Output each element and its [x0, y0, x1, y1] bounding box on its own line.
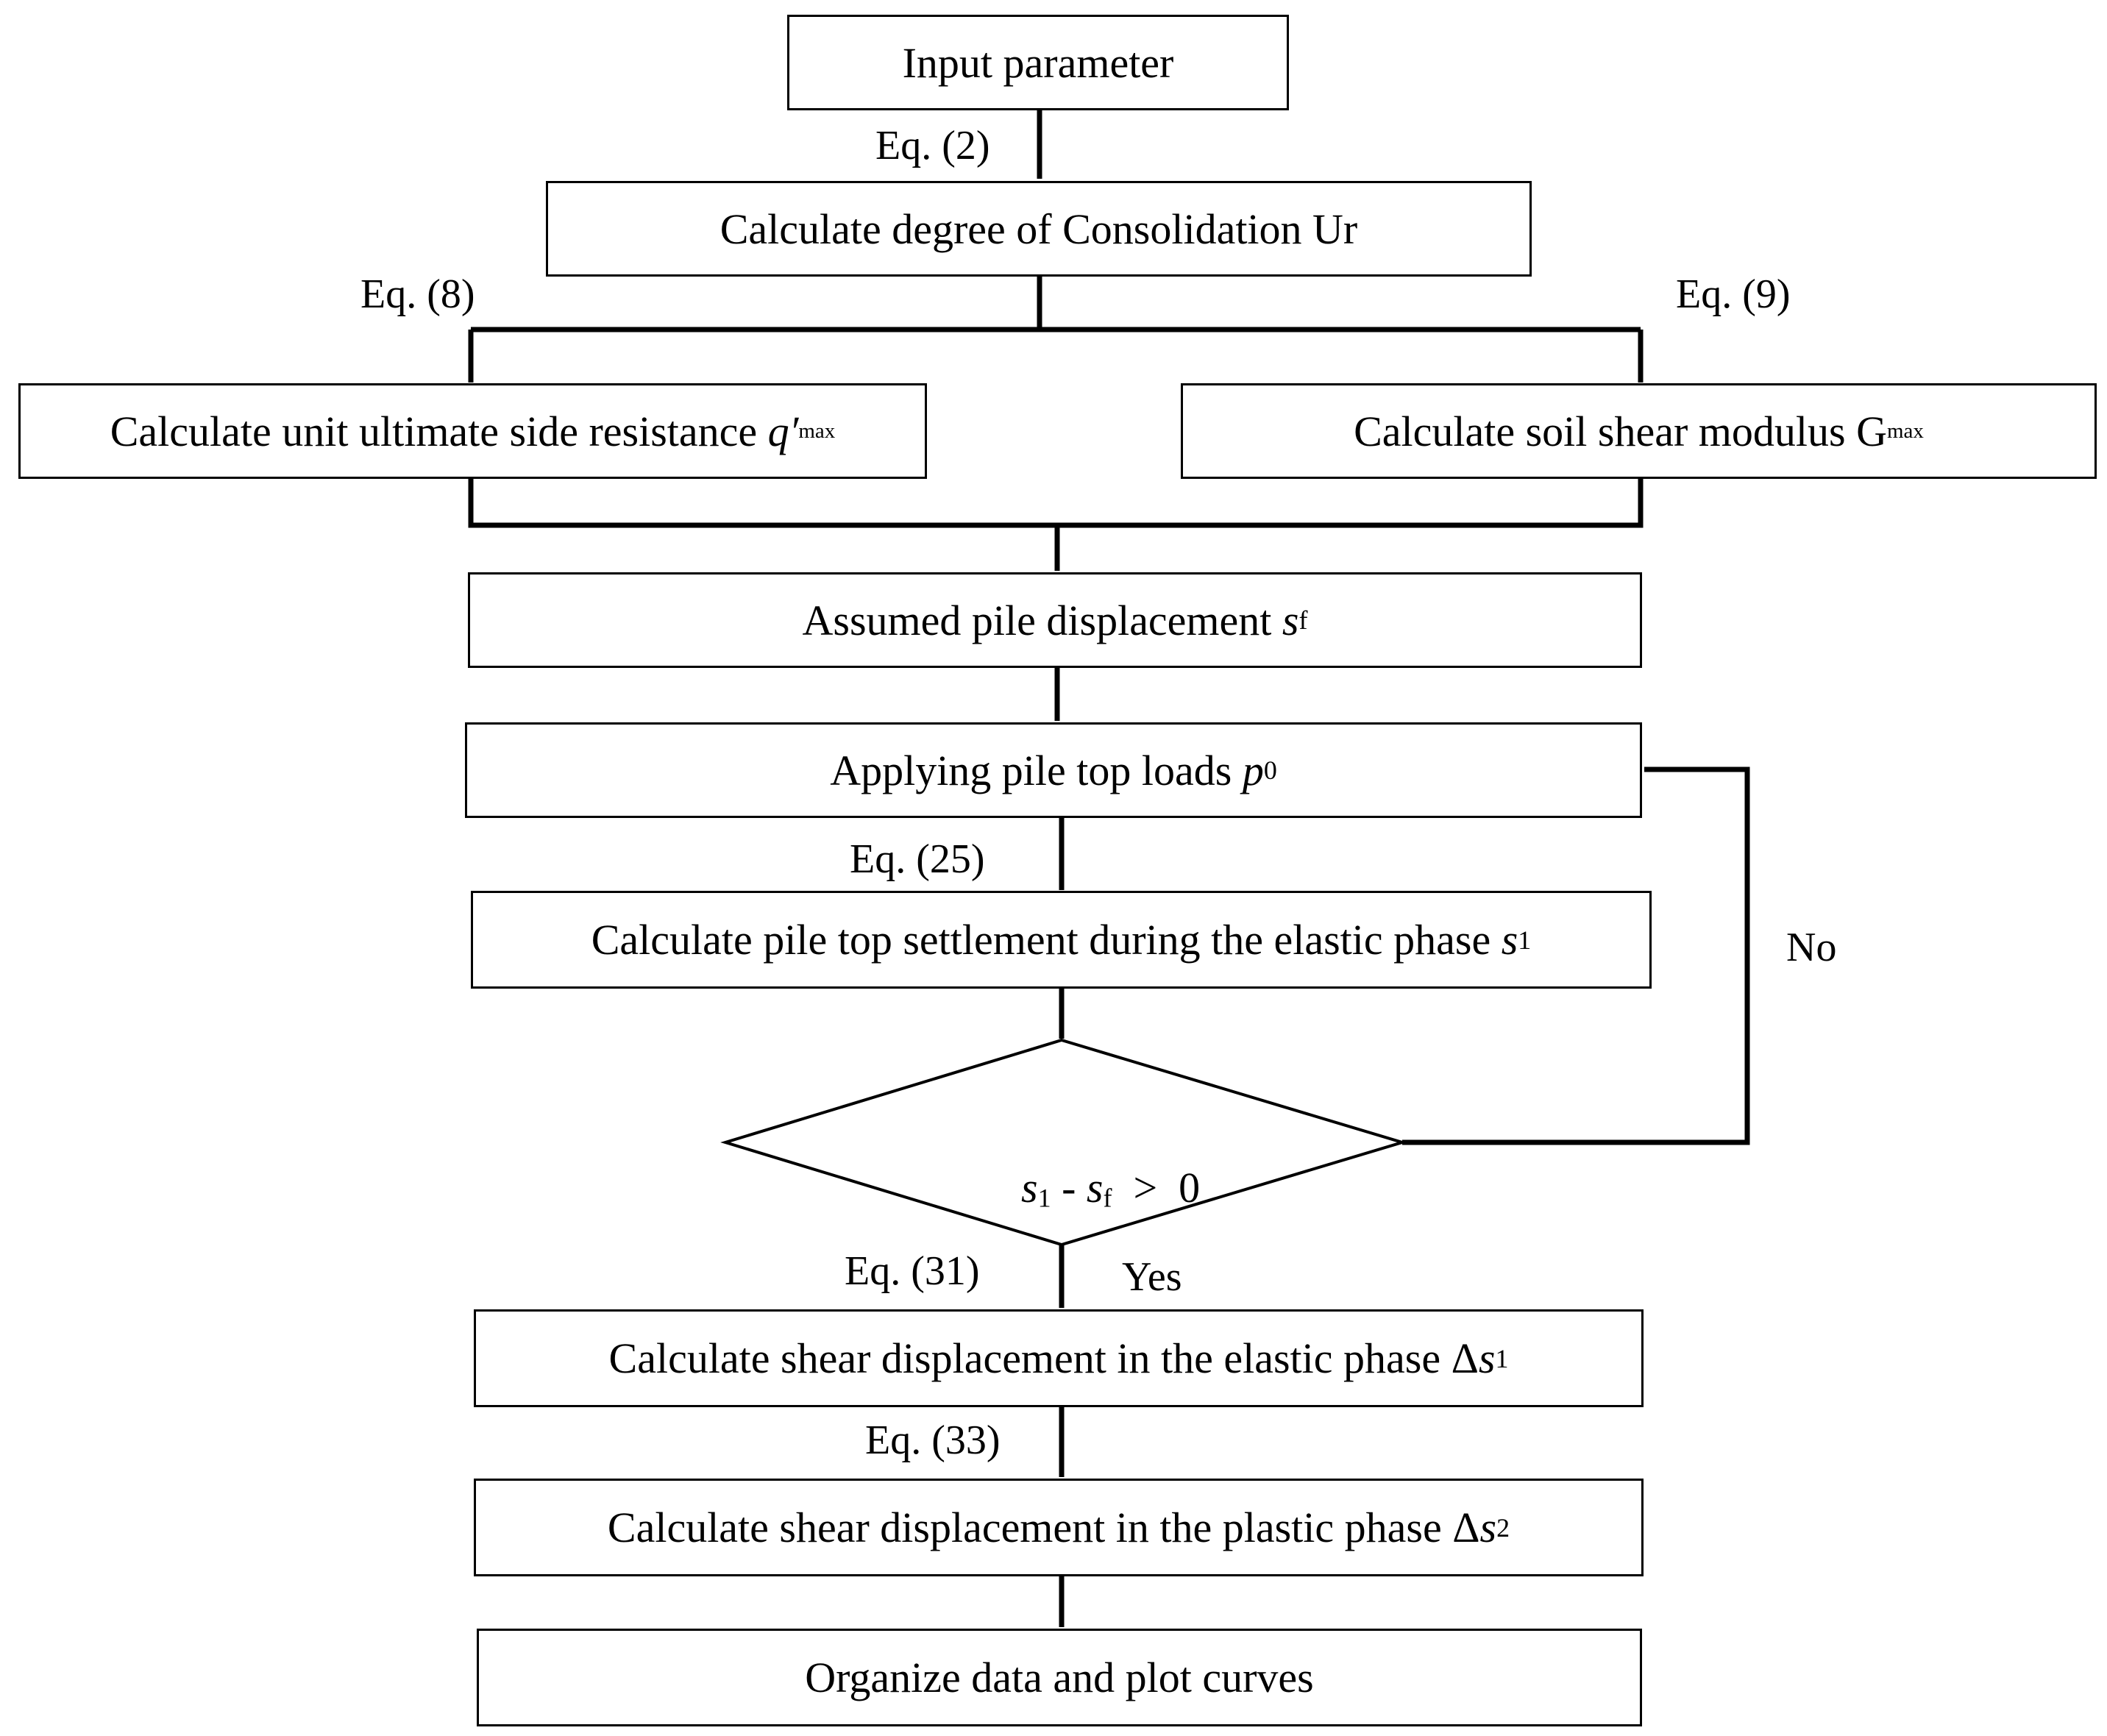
- label-no: No: [1786, 925, 1837, 970]
- line-merge: [468, 479, 1644, 528]
- side-resistance-subscript: max: [798, 419, 836, 443]
- node-plastic-shear-label: Calculate shear displacement in the plas…: [607, 1504, 1480, 1551]
- node-elastic-shear-label: Calculate shear displacement in the elas…: [608, 1334, 1479, 1382]
- node-elastic-settle-label: Calculate pile top settlement during the…: [591, 916, 1502, 964]
- label-eq9: Eq. (9): [1676, 271, 1791, 317]
- node-side-resistance-label: Calculate unit ultimate side resistance: [110, 407, 768, 455]
- label-yes: Yes: [1122, 1254, 1182, 1300]
- decision-s1: s: [1021, 1164, 1038, 1212]
- label-eq2: Eq. (2): [875, 123, 990, 168]
- node-consolidation-label: Calculate degree of Consolidation Ur: [719, 204, 1358, 253]
- plastic-shear-symbol: s: [1479, 1504, 1497, 1551]
- decision-s1-sub: 1: [1037, 1183, 1051, 1213]
- side-resistance-symbol: q′: [767, 407, 799, 455]
- apply-subscript: 0: [1263, 755, 1277, 785]
- elastic-shear-symbol: s: [1478, 1334, 1496, 1382]
- shear-modulus-subscript: max: [1886, 419, 1924, 443]
- decision-sf-sub: f: [1103, 1183, 1112, 1213]
- decision-sf: s: [1086, 1164, 1104, 1212]
- node-side-resistance: Calculate unit ultimate side resistance …: [18, 383, 927, 479]
- node-elastic-settlement: Calculate pile top settlement during the…: [471, 891, 1652, 989]
- node-apply-label: Applying pile top loads: [830, 746, 1243, 794]
- node-plastic-shear: Calculate shear displacement in the plas…: [474, 1479, 1644, 1576]
- node-input-parameter: Input parameter: [787, 15, 1289, 110]
- plastic-shear-subscript: 2: [1496, 1512, 1510, 1543]
- elastic-settle-subscript: 1: [1518, 925, 1532, 955]
- node-organize-label: Organize data and plot curves: [805, 1654, 1314, 1701]
- arrow-no-loop: [1402, 766, 1750, 1145]
- decision-minus: -: [1051, 1164, 1087, 1212]
- apply-symbol: p: [1242, 746, 1264, 794]
- elastic-settle-symbol: s: [1501, 916, 1518, 964]
- decision-condition: s1 - sf > 0: [978, 1124, 1200, 1254]
- node-shear-modulus-label: Calculate soil shear modulus G: [1354, 407, 1887, 455]
- assumed-symbol: s: [1282, 596, 1299, 644]
- elastic-shear-subscript: 1: [1495, 1343, 1509, 1373]
- node-assumed-label: Assumed pile displacement: [802, 596, 1282, 644]
- node-input-label: Input parameter: [902, 38, 1174, 87]
- node-organize: Organize data and plot curves: [477, 1629, 1642, 1726]
- node-elastic-shear: Calculate shear displacement in the elas…: [474, 1309, 1644, 1407]
- assumed-subscript: f: [1298, 605, 1308, 635]
- label-eq8: Eq. (8): [360, 271, 475, 317]
- label-eq25: Eq. (25): [850, 836, 985, 882]
- label-eq31: Eq. (31): [845, 1248, 980, 1294]
- decision-operator: > 0: [1112, 1164, 1201, 1212]
- node-consolidation: Calculate degree of Consolidation Ur: [546, 181, 1532, 277]
- decision-diamond: [720, 1038, 1407, 1247]
- label-eq33: Eq. (33): [865, 1417, 1001, 1463]
